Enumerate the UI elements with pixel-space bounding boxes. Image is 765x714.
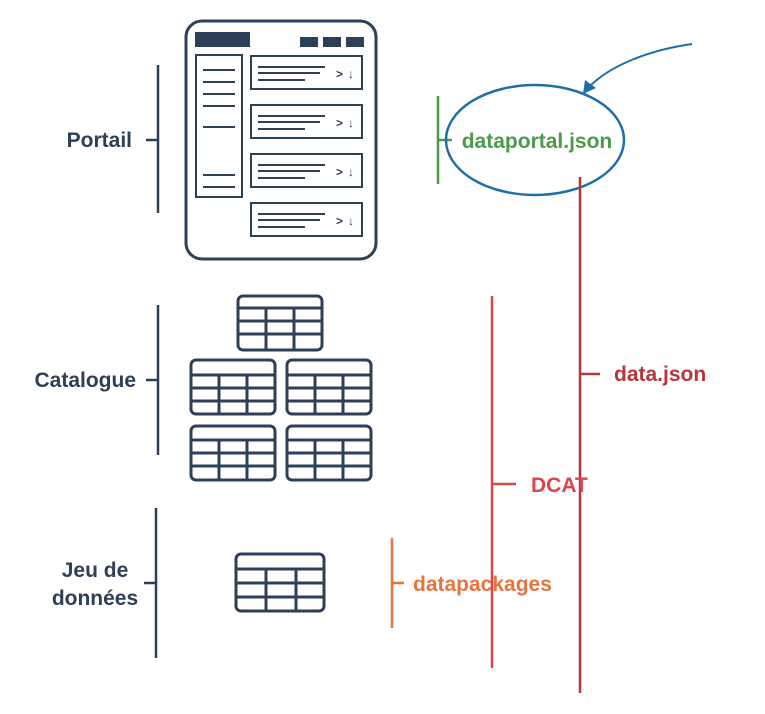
portal-level: Portail	[67, 65, 160, 213]
catalog-table	[285, 358, 373, 416]
portal-card: > ↓	[250, 202, 363, 237]
catalog-table	[285, 424, 373, 482]
catalog-table	[189, 358, 277, 416]
svg-text:>: >	[336, 67, 343, 81]
dcat-standard: DCAT	[490, 296, 588, 668]
catalog-table	[189, 424, 277, 482]
datapackages-standard: datapackages	[390, 538, 552, 628]
dcat-label: DCAT	[531, 474, 588, 497]
portal-card: > ↓	[250, 55, 363, 90]
arrow-icon	[583, 43, 693, 94]
portal-label: Portail	[67, 129, 132, 152]
portal-card: > ↓	[250, 153, 363, 188]
dataportal-label: dataportal.json	[462, 130, 613, 153]
catalog-label: Catalogue	[34, 369, 136, 392]
datajson-label: data.json	[614, 363, 706, 386]
svg-text:>: >	[336, 165, 343, 179]
catalog-table	[236, 294, 324, 352]
portal-card: > ↓	[250, 104, 363, 139]
svg-text:↓: ↓	[348, 116, 354, 130]
svg-text:>: >	[336, 214, 343, 228]
svg-text:↓: ↓	[348, 214, 354, 228]
svg-text:↓: ↓	[348, 165, 354, 179]
datapackages-label: datapackages	[413, 573, 552, 596]
dataset-level: Jeu de données	[52, 508, 158, 658]
dataset-label-line2: données	[52, 587, 138, 610]
dataset-table-icon	[234, 552, 326, 613]
svg-text:>: >	[336, 116, 343, 130]
highlight-ellipse	[444, 83, 626, 197]
dataset-label-line1: Jeu de	[62, 559, 129, 582]
dataportal-standard: dataportal.json	[436, 83, 626, 197]
portal-window-icon: > ↓ > ↓ > ↓ > ↓	[184, 19, 378, 261]
svg-text:↓: ↓	[348, 67, 354, 81]
catalog-tables-icon	[189, 294, 373, 482]
catalog-level: Catalogue	[34, 305, 160, 455]
datajson-standard: data.json	[578, 177, 706, 693]
